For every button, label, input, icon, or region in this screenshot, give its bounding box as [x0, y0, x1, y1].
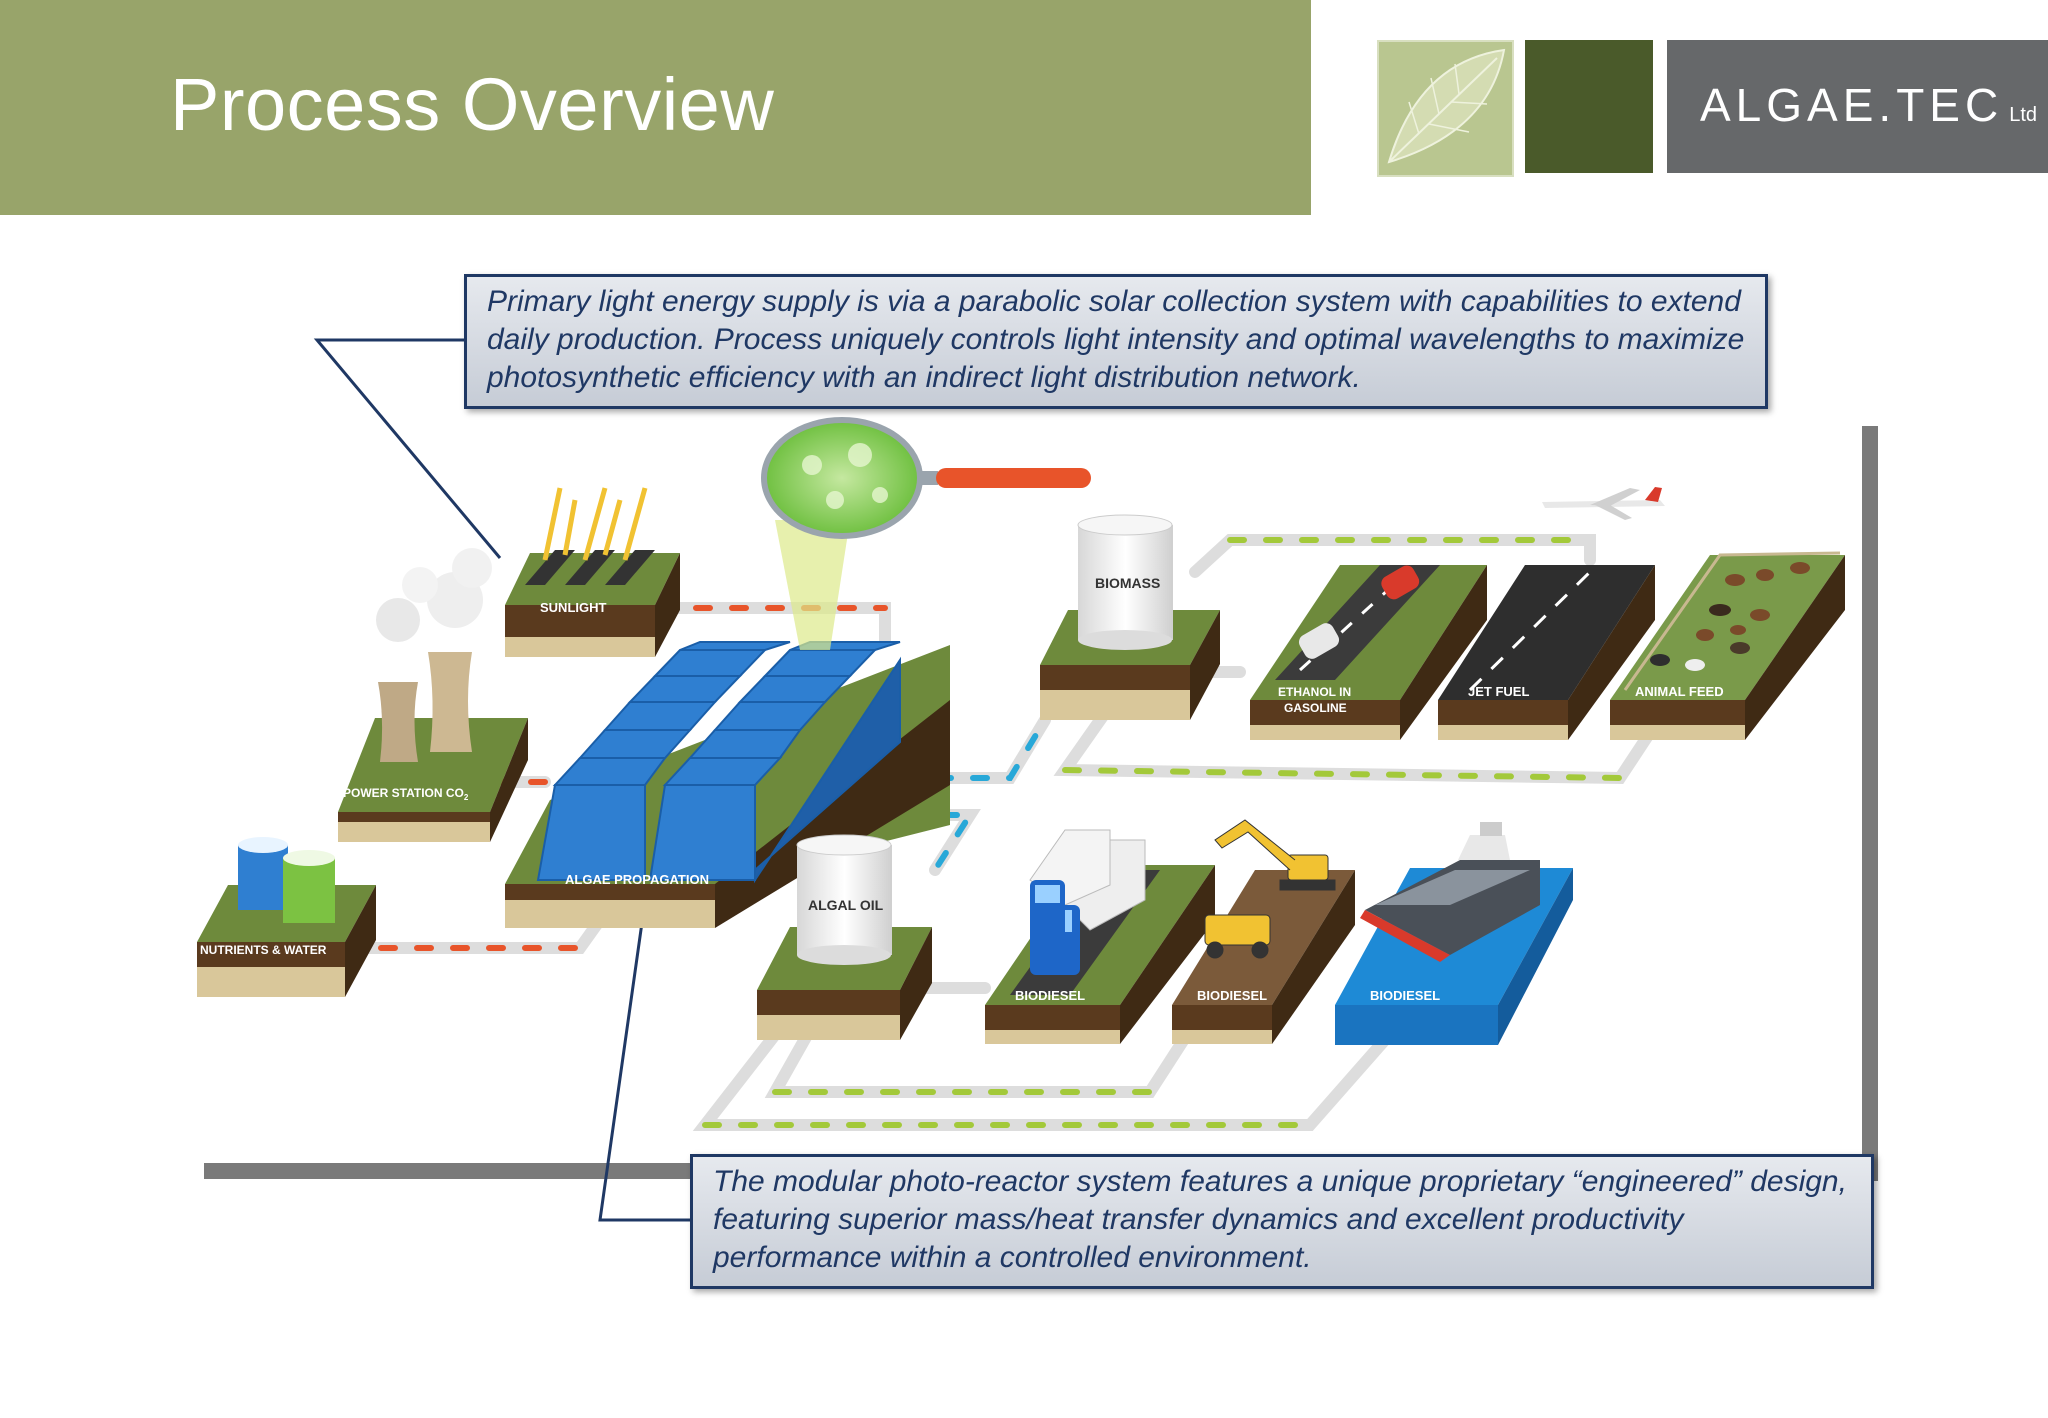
car-icon	[1298, 565, 1420, 659]
biodiesel-ship-label: BIODIESEL	[1370, 988, 1440, 1003]
biodiesel-ship-node: BIODIESEL	[1335, 822, 1573, 1045]
animal-feed-node: ANIMAL FEED	[1610, 551, 1845, 740]
biodiesel-truck-node: BIODIESEL	[985, 829, 1215, 1044]
ethanol-node: ETHANOL IN GASOLINE	[1250, 565, 1487, 740]
frame-right-bar	[1862, 426, 1878, 1181]
cattle-icon	[1650, 562, 1810, 671]
solar-collector-icon	[525, 487, 655, 585]
nutrient-tanks-icon	[238, 837, 335, 923]
biodiesel-truck-label: BIODIESEL	[1015, 988, 1085, 1003]
biomass-tank-icon	[1077, 514, 1173, 650]
magnifier-beam	[775, 520, 850, 650]
biodiesel-mining-node: BIODIESEL	[1172, 819, 1355, 1044]
excavator-icon	[1204, 819, 1336, 959]
algal-oil-label: ALGAL OIL	[808, 897, 884, 913]
truck-icon	[1029, 829, 1146, 975]
airplane-icon	[1542, 487, 1665, 520]
power-station-node: POWER STATION CO2	[338, 548, 528, 842]
magnifying-glass-icon	[761, 417, 1091, 539]
logo-dark-tile	[1525, 40, 1653, 173]
animal-feed-label: ANIMAL FEED	[1635, 684, 1724, 699]
callout-bottom-leader	[598, 879, 690, 1222]
sunlight-label: SUNLIGHT	[540, 600, 607, 615]
photo-reactor-modules	[536, 641, 901, 884]
logo-name: ALGAE.TEC	[1700, 79, 2004, 131]
ship-icon	[1360, 822, 1540, 962]
logo-suffix: Ltd	[2009, 104, 2038, 126]
cooling-tower-icon	[376, 548, 492, 762]
algal-oil-tank-icon	[796, 834, 892, 965]
algae-propagation-label: ALGAE PROPAGATION	[565, 872, 709, 887]
algae-propagation-node: ALGAE PROPAGATION	[505, 520, 950, 928]
leaf-logo-tile	[1377, 40, 1514, 177]
callout-photo-reactor: The modular photo-reactor system feature…	[690, 1154, 1874, 1289]
header-band	[0, 0, 1311, 215]
fence-icon	[1623, 551, 1841, 691]
jet-fuel-node: JET FUEL	[1438, 565, 1655, 740]
sunlight-node: SUNLIGHT	[505, 487, 680, 657]
biomass-label: BIOMASS	[1095, 575, 1160, 591]
ethanol-label-line1: ETHANOL IN	[1278, 685, 1351, 699]
algal-oil-node: ALGAL OIL	[757, 834, 932, 1040]
leaf-icon	[1387, 48, 1506, 164]
jet-fuel-label: JET FUEL	[1468, 684, 1529, 699]
callout-top-leader	[313, 338, 502, 559]
biodiesel-mining-label: BIODIESEL	[1197, 988, 1267, 1003]
page-title: Process Overview	[170, 63, 775, 146]
nutrients-label: NUTRIENTS & WATER	[200, 943, 327, 957]
power-station-label: POWER STATION CO2	[343, 786, 469, 802]
callout-solar-collection: Primary light energy supply is via a par…	[464, 274, 1768, 409]
company-logo	[1667, 40, 2048, 173]
ethanol-label-line2: GASOLINE	[1284, 701, 1347, 715]
nutrients-node: NUTRIENTS & WATER	[197, 837, 376, 997]
biomass-node: BIOMASS	[1040, 514, 1220, 720]
